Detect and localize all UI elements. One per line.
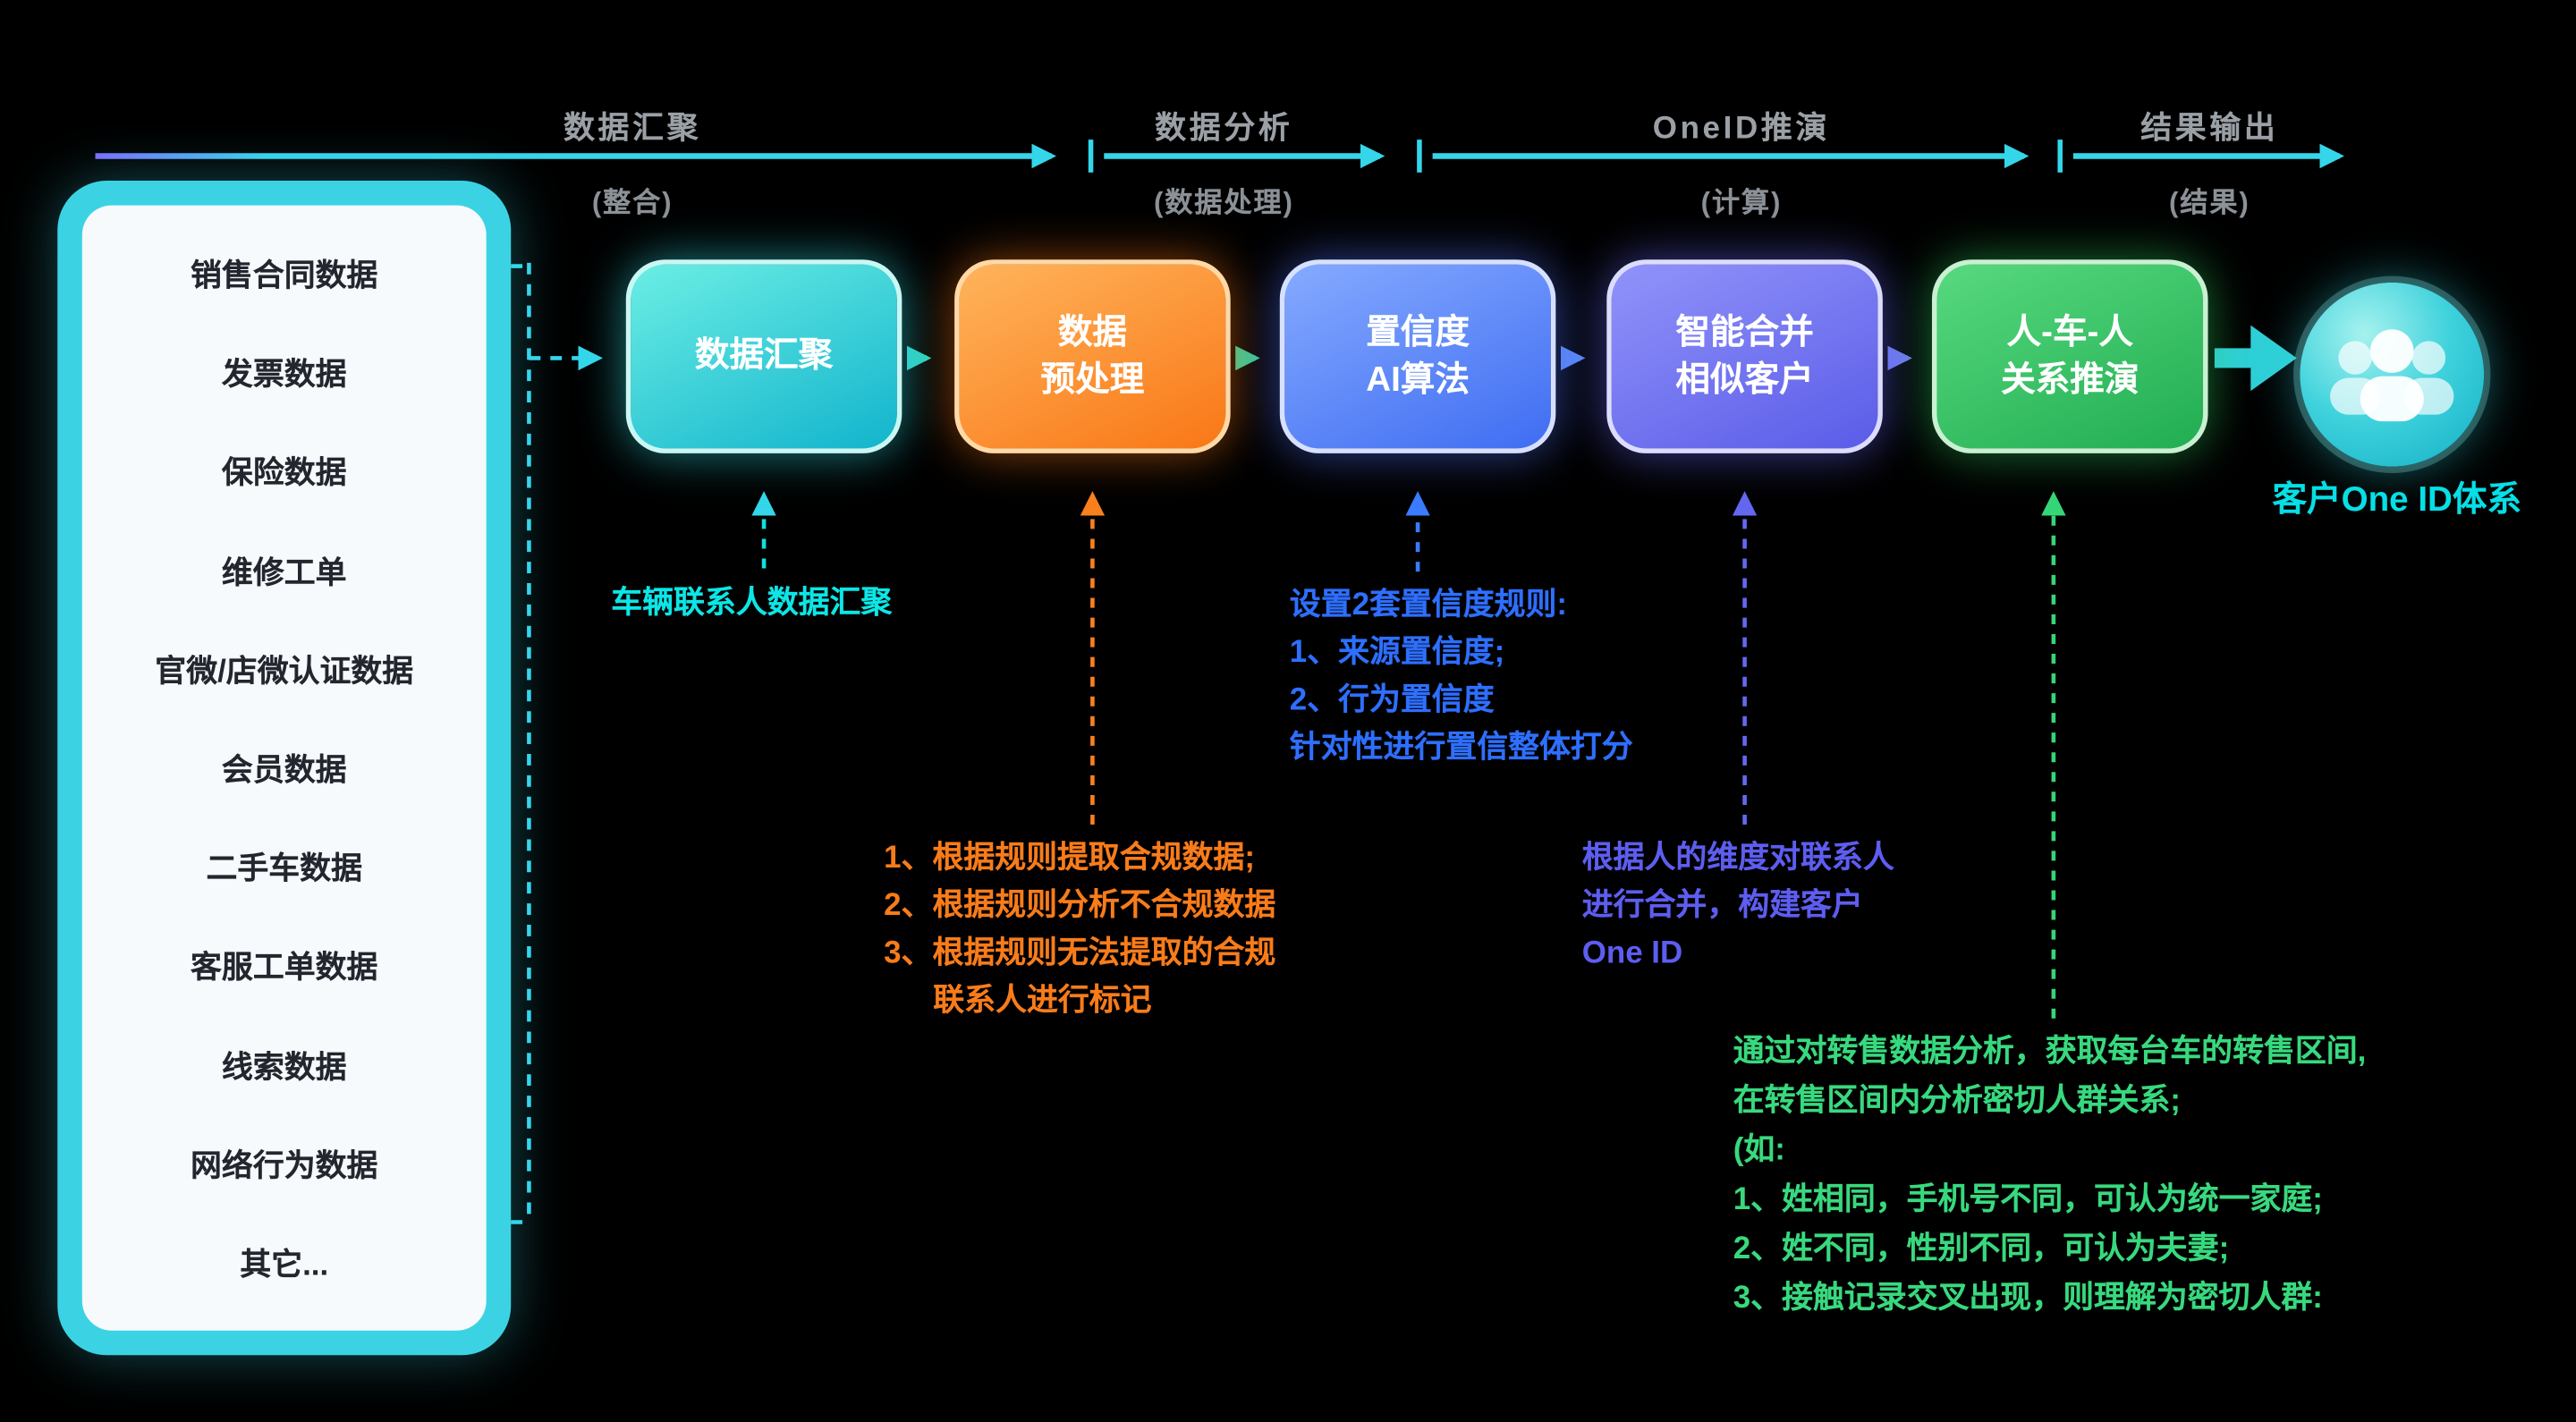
source-item: 维修工单 xyxy=(221,555,347,591)
note-confidence: 设置2套置信度规则: 1、来源置信度; 2、行为置信度 针对性进行置信整体打分 xyxy=(1290,581,1633,772)
step-label: 数据 xyxy=(1057,313,1127,351)
source-item: 客服工单数据 xyxy=(191,952,378,986)
source-item: 发票数据 xyxy=(221,358,347,394)
source-item: 网络行为数据 xyxy=(191,1149,378,1184)
note-line: 3、根据规则无法提取的合规 xyxy=(884,935,1276,971)
step-data-preprocess: 数据 预处理 xyxy=(954,259,1231,453)
phase-subtitle: (计算) xyxy=(1700,187,1783,219)
step-label: 预处理 xyxy=(1040,361,1145,400)
note-line: 通过对转售数据分析，获取每台车的转售区间, xyxy=(1733,1035,2367,1070)
note-line: 1、姓相同，手机号不同，可认为统一家庭; xyxy=(1733,1182,2323,1217)
note-line: 1、根据规则提取合规数据; xyxy=(884,841,1256,876)
source-item: 保险数据 xyxy=(221,457,347,492)
note-line: (如: xyxy=(1733,1133,1785,1168)
note-line: 车辆联系人数据汇聚 xyxy=(611,586,893,622)
source-item: 官微/店微认证数据 xyxy=(155,655,414,690)
source-item: 销售合同数据 xyxy=(191,259,378,294)
step-label: 人-车-人 xyxy=(2006,313,2133,351)
step-smart-merge: 智能合并 相似客户 xyxy=(1606,259,1883,453)
step-label: 关系推演 xyxy=(2001,361,2140,400)
note-line: 2、姓不同，性别不同，可认为夫妻; xyxy=(1733,1232,2230,1267)
step-confidence-ai: 置信度 AI算法 xyxy=(1279,259,1556,453)
note-merge: 根据人的维度对联系人 进行合并，构建客户 One ID xyxy=(1582,834,1894,978)
note-aggregation: 车辆联系人数据汇聚 xyxy=(611,580,892,627)
note-line: 联系人进行标记 xyxy=(933,984,1152,1019)
phase-data-analysis: 数据分析 (数据处理) xyxy=(994,104,1453,220)
phase-subtitle: (整合) xyxy=(591,187,674,219)
result-label: 客户One ID体系 xyxy=(2272,481,2522,520)
step-label: 相似客户 xyxy=(1675,361,1814,400)
note-line: 进行合并，构建客户 xyxy=(1581,888,1863,924)
note-line: 根据人的维度对联系人 xyxy=(1581,841,1894,876)
people-icon xyxy=(2330,329,2454,422)
phase-subtitle: (数据处理) xyxy=(1153,187,1294,219)
source-data-panel: 销售合同数据 发票数据 保险数据 维修工单 官微/店微认证数据 会员数据 二手车… xyxy=(57,181,512,1356)
source-item: 其它... xyxy=(240,1248,329,1283)
step-label: 数据汇聚 xyxy=(694,337,834,376)
note-line: 在转售区间内分析密切人群关系; xyxy=(1733,1084,2181,1119)
phase-result-output: 结果输出 (结果) xyxy=(1979,104,2439,220)
step-person-car-relation: 人-车-人 关系推演 xyxy=(1931,259,2208,453)
phase-subtitle: (结果) xyxy=(2169,187,2250,219)
note-line: 设置2套置信度规则: xyxy=(1289,588,1568,623)
phase-data-aggregation: 数据汇聚 (整合) xyxy=(402,104,862,220)
source-item: 会员数据 xyxy=(221,753,347,789)
note-line: 2、行为置信度 xyxy=(1289,683,1495,718)
note-line: One ID xyxy=(1581,935,1683,971)
phase-title: 数据汇聚 xyxy=(563,111,702,147)
note-line: 3、接触记录交叉出现，则理解为密切人群: xyxy=(1733,1281,2323,1316)
source-item: 二手车数据 xyxy=(206,852,362,888)
note-line: 针对性进行置信整体打分 xyxy=(1289,731,1633,766)
note-line: 1、来源置信度; xyxy=(1289,635,1505,671)
phase-title: 结果输出 xyxy=(2140,111,2279,147)
step-label: 置信度 xyxy=(1366,313,1470,351)
step-label: 智能合并 xyxy=(1675,313,1814,351)
note-line: 2、根据规则分析不合规数据 xyxy=(884,888,1276,924)
source-item: 线索数据 xyxy=(221,1050,347,1086)
step-label: AI算法 xyxy=(1366,361,1470,400)
customer-group-icon xyxy=(2300,282,2485,467)
note-relation: 通过对转售数据分析，获取每台车的转售区间, 在转售区间内分析密切人群关系; (如… xyxy=(1733,1028,2367,1325)
phase-title: 数据分析 xyxy=(1155,111,1293,147)
source-data-list: 销售合同数据 发票数据 保险数据 维修工单 官微/店微认证数据 会员数据 二手车… xyxy=(81,205,487,1331)
step-data-aggregation: 数据汇聚 xyxy=(625,259,902,453)
phase-title: OneID推演 xyxy=(1652,111,1831,147)
arrow-step5-result xyxy=(2214,325,2297,392)
note-preprocess: 1、根据规则提取合规数据; 2、根据规则分析不合规数据 3、根据规则无法提取的合… xyxy=(884,834,1275,1025)
phase-oneid-deduction: OneID推演 (计算) xyxy=(1512,104,1971,220)
